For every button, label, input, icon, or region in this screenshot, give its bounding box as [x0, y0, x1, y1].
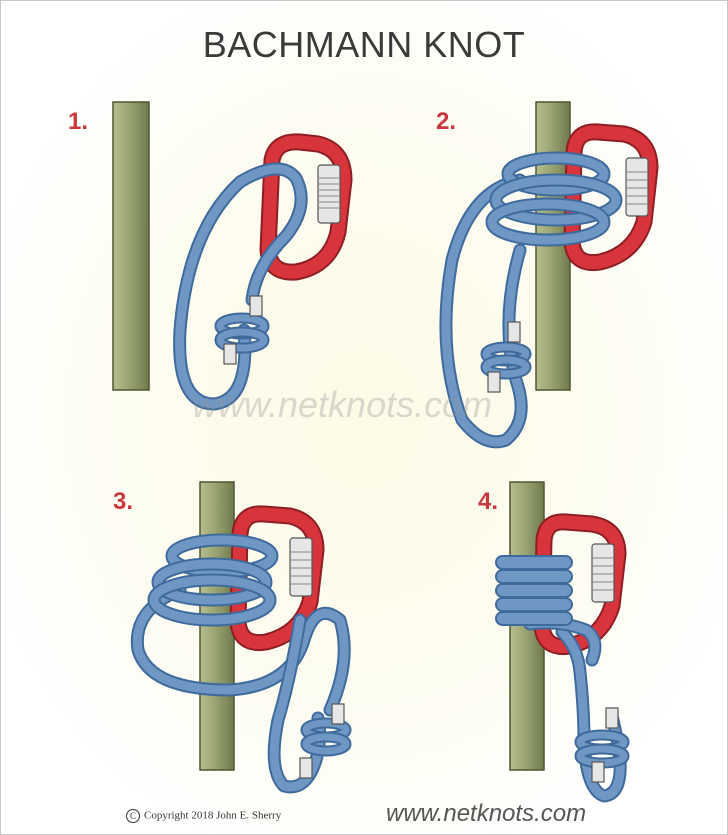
step-1-pole — [112, 101, 150, 391]
step-4-wraps — [495, 555, 573, 626]
watermark-text: www.netknots.com — [192, 384, 493, 425]
website-url[interactable]: www.netknots.com — [386, 800, 587, 827]
step-2-carabiner — [563, 123, 659, 272]
step-3-illustration — [130, 481, 352, 794]
copyright-text: Copyright 2018 John E. Sherry — [144, 809, 282, 822]
step-2-number: 2. — [436, 108, 457, 135]
step-3-rope — [130, 533, 352, 794]
diagram-title: BACHMANN KNOT — [202, 24, 526, 65]
step-1-rope-end-top — [249, 295, 263, 317]
step-4-rope-end-top — [605, 707, 619, 729]
step-2-rope-end-bottom — [487, 371, 501, 393]
step-1-rope-end-bottom — [223, 343, 237, 365]
step-2-rope — [439, 151, 623, 449]
step-4-illustration — [495, 481, 630, 803]
step-3-rope-end-top — [331, 703, 345, 725]
step-1-carabiner — [259, 133, 353, 281]
step-3-rope-end-bottom — [299, 757, 313, 779]
step-3-number: 3. — [113, 488, 134, 515]
step-1-illustration — [112, 101, 353, 411]
step-2-rope-end-top — [507, 321, 521, 343]
step-4-number: 4. — [478, 488, 499, 515]
step-4-rope-end-bottom — [591, 761, 605, 783]
step-3-carabiner — [229, 505, 325, 652]
step-1-number: 1. — [68, 108, 89, 135]
step-1-rope — [173, 162, 308, 411]
copyright-notice: C Copyright 2018 John E. Sherry — [126, 809, 281, 823]
step-4-stopper-knot — [574, 729, 630, 769]
step-2-illustration — [439, 101, 659, 449]
copyright-icon: C — [126, 809, 140, 823]
